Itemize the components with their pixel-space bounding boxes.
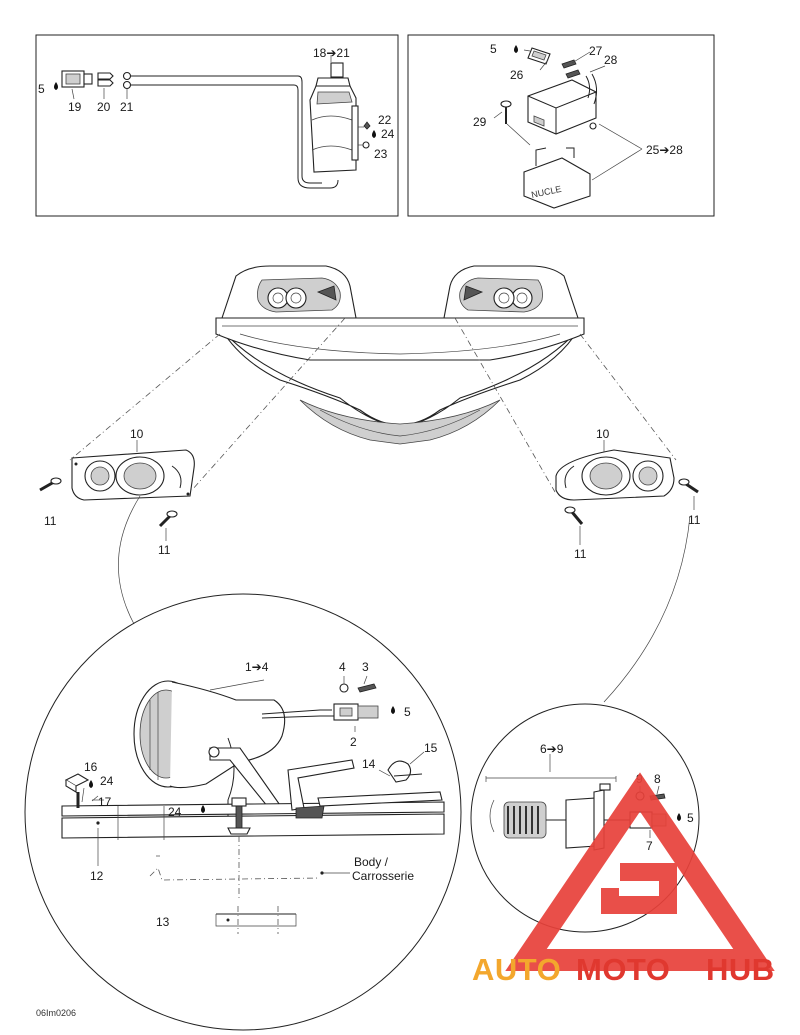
watermark-moto: MOTO [576, 952, 670, 987]
callout-27: 27 [589, 44, 603, 58]
screw-part-29 [500, 100, 512, 124]
battery-tray: NUCLE [523, 147, 591, 209]
callout-2: 2 [350, 735, 357, 749]
callout-17: 17 [98, 795, 112, 809]
callout-5: 5 [490, 42, 497, 56]
callout-7: 7 [646, 839, 653, 853]
panel-relay-wiring: 5 19 20 21 18➔21 22 24 23 [35, 34, 399, 217]
callout-19: 19 [68, 100, 82, 114]
mount-detail-part-13 [215, 906, 297, 934]
seal-part-21 [122, 71, 132, 90]
callout-25-28: 25➔28 [646, 143, 683, 157]
sealant-drop-icon [677, 813, 681, 821]
relay-housing-part-18 [309, 62, 359, 173]
light-bezel-left-part-10 [71, 449, 195, 501]
callout-22: 22 [378, 113, 392, 127]
connector-part-19 [61, 70, 93, 88]
callout-24: 24 [381, 127, 395, 141]
terminal-part-27 [561, 59, 581, 79]
callout-1-4: 1➔4 [245, 660, 269, 674]
automotohub-watermark: AUTO MOTO HUB [472, 772, 775, 987]
bolt-part-16 [64, 773, 90, 808]
sealant-drop-icon [54, 82, 58, 90]
callout-26: 26 [510, 68, 524, 82]
seal-part-4 [339, 683, 349, 693]
callout-5: 5 [404, 705, 411, 719]
body-label-fr: Carrosserie [352, 869, 414, 883]
callout-11: 11 [574, 547, 587, 561]
terminal-part-20 [97, 72, 114, 87]
terminal-part-3 [357, 683, 377, 693]
bracket-part-15 [287, 759, 443, 819]
callout-12: 12 [90, 869, 104, 883]
screw-part-11 [39, 477, 62, 492]
sealant-drop-icon [514, 45, 518, 53]
callout-5: 5 [38, 82, 45, 96]
callout-10: 10 [130, 427, 144, 441]
watermark-logo-icon [505, 772, 775, 971]
battery-part-25 [527, 73, 598, 135]
body-label: Body / [354, 855, 389, 869]
watermark-hub: HUB [706, 952, 775, 987]
callout-29: 29 [473, 115, 487, 129]
callout-8: 8 [654, 772, 661, 786]
sealant-drop-icon [201, 805, 205, 813]
callout-21: 21 [120, 100, 134, 114]
callout-6-9: 6➔9 [540, 742, 564, 756]
callout-24: 24 [100, 774, 114, 788]
light-bezel-right-part-10 [555, 449, 675, 501]
sealant-drop-icon [372, 130, 376, 138]
screw-part-11 [678, 478, 699, 494]
callout-11: 11 [44, 514, 57, 528]
screw-part-11 [158, 510, 178, 528]
bumper-plate-part-12 [61, 801, 445, 840]
callout-18-21: 18➔21 [313, 46, 350, 60]
screw-part-22 [363, 121, 371, 130]
callout-10: 10 [596, 427, 610, 441]
callout-24: 24 [168, 805, 182, 819]
callout-11: 11 [158, 543, 171, 557]
screw-part-11 [564, 506, 584, 525]
callout-13: 13 [156, 915, 170, 929]
callout-28: 28 [604, 53, 618, 67]
sealant-drop-icon [391, 706, 395, 714]
detail-fog-light: 1➔4 4 3 5 2 [24, 593, 462, 1031]
front-fairing [215, 265, 585, 445]
callout-15: 15 [424, 741, 438, 755]
document-code: 06Im0206 [36, 1008, 76, 1018]
projection-lines [69, 317, 677, 493]
callout-11: 11 [688, 513, 701, 527]
callout-20: 20 [97, 100, 111, 114]
callout-4: 4 [339, 660, 346, 674]
stud-part-24 [227, 797, 251, 835]
panel-battery: NUCLE 5 26 27 28 29 25➔28 [407, 34, 715, 217]
sealant-drop-icon [89, 780, 93, 788]
connector-part-2 [333, 703, 379, 721]
nut-part-23 [362, 141, 370, 149]
callout-14: 14 [362, 757, 376, 771]
callout-23: 23 [374, 147, 388, 161]
fog-lamp-part-1 [133, 680, 286, 820]
connector-part-26 [527, 47, 551, 65]
callout-5: 5 [687, 811, 694, 825]
callout-3: 3 [362, 660, 369, 674]
watermark-auto: AUTO [472, 952, 561, 987]
callout-16: 16 [84, 760, 98, 774]
clip-part-14 [387, 760, 423, 783]
